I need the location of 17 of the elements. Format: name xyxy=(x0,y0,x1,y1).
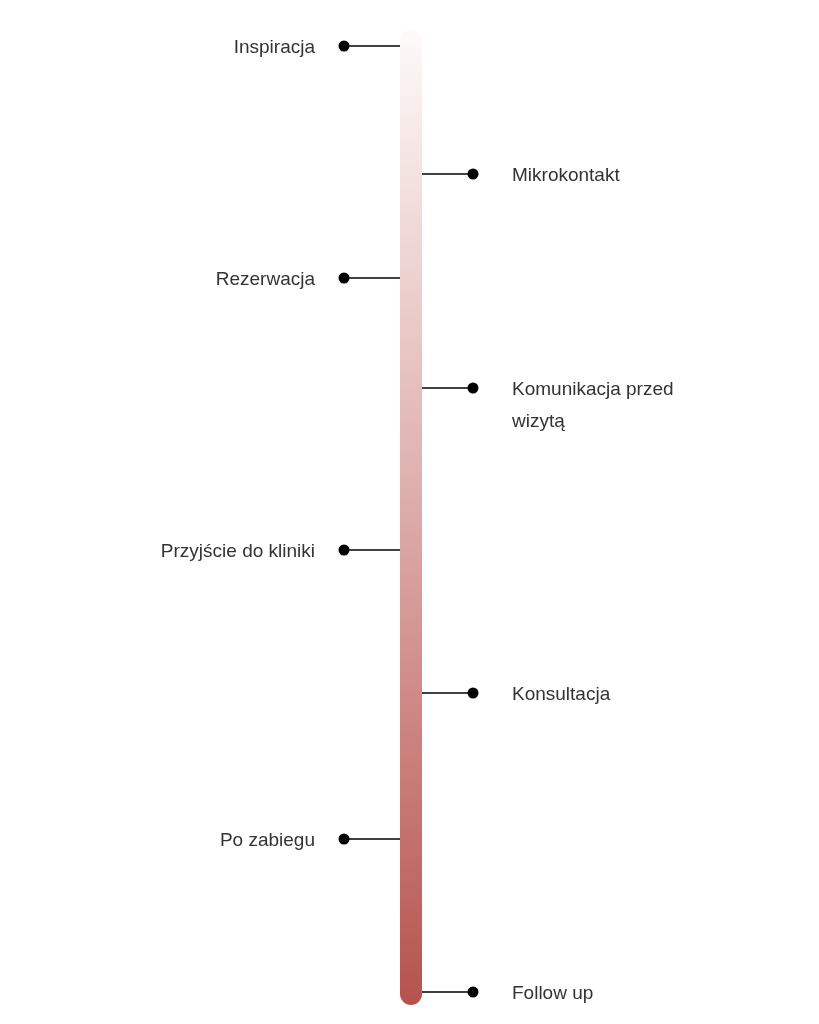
leader-line xyxy=(338,833,401,845)
stage-label: Przyjście do kliniki xyxy=(160,539,315,563)
stage-label: Konsultacja xyxy=(512,682,612,706)
leader-line xyxy=(421,986,479,998)
leader-line xyxy=(338,544,401,556)
stage-label: Po zabiegu xyxy=(219,828,315,852)
stage-label: Komunikacja przed wizytą xyxy=(512,377,675,433)
stage-label: Rezerwacja xyxy=(215,267,315,291)
leader-line xyxy=(421,382,479,394)
stage-label: Inspiracja xyxy=(233,35,315,59)
timeline-bar xyxy=(400,30,422,1005)
leader-line xyxy=(421,687,479,699)
leader-line xyxy=(338,272,401,284)
leader-line xyxy=(421,168,479,180)
leader-line xyxy=(338,40,401,52)
stage-label: Mikrokontakt xyxy=(512,163,621,187)
stage-label: Follow up xyxy=(512,981,595,1005)
